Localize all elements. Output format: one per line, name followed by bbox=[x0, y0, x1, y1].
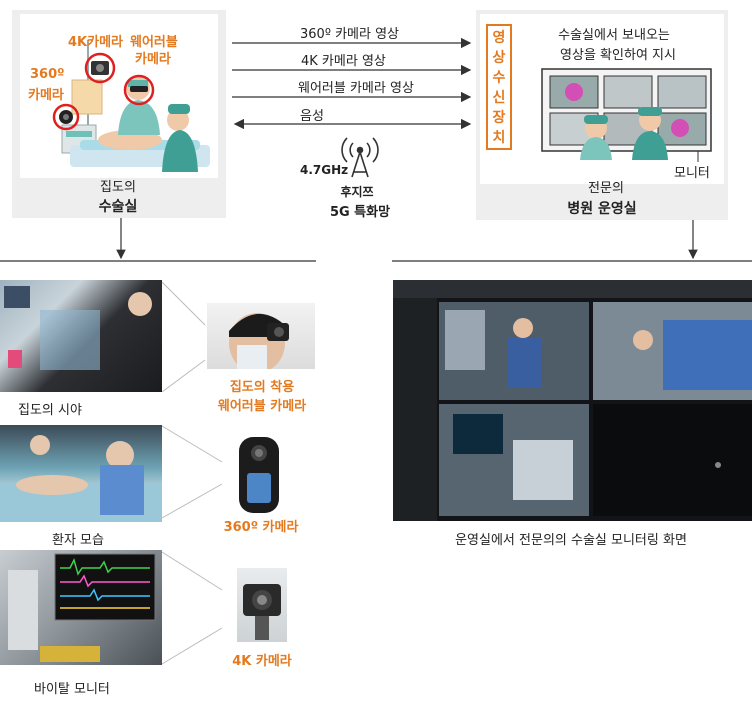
receiver-char: 신 bbox=[492, 90, 506, 106]
or-room-label: 수술실 bbox=[98, 199, 138, 215]
receiver-char: 수 bbox=[492, 70, 506, 86]
label-360-camera-2: 카메라 bbox=[28, 88, 64, 103]
cam-label-wearable-1: 집도의 착용 bbox=[229, 380, 295, 395]
photo-4k-camera bbox=[237, 568, 287, 642]
antenna-icon bbox=[341, 137, 379, 178]
receiver-char: 영 bbox=[492, 30, 506, 46]
hospital-role-label: 전문의 bbox=[588, 181, 624, 196]
wearable-camera-marker bbox=[123, 74, 155, 106]
photo-monitoring-screen bbox=[393, 280, 752, 521]
label-wearable-camera-1: 웨어러블 bbox=[130, 35, 178, 50]
caption-monitoring-screen: 운영실에서 전문의의 수술실 모니터링 화면 bbox=[455, 533, 687, 548]
caption-patient: 환자 모습 bbox=[52, 533, 104, 548]
caption-surgeon-view: 집도의 시야 bbox=[18, 403, 82, 418]
link-label-4k-video: 4K 카메라 영상 bbox=[301, 54, 386, 69]
photo-patient bbox=[0, 425, 162, 522]
label-wearable-camera-2: 카메라 bbox=[135, 52, 171, 67]
instruction-text-2: 영상을 확인하여 지시 bbox=[560, 48, 676, 63]
receiver-char: 상 bbox=[492, 50, 506, 66]
link-label-360-video: 360º 카메라 영상 bbox=[300, 27, 400, 42]
cam-label-360: 360º 카메라 bbox=[223, 520, 299, 535]
cam-label-4k: 4K 카메라 bbox=[232, 654, 292, 669]
4k-camera-marker bbox=[84, 52, 116, 84]
photo-surgeon-view bbox=[0, 280, 162, 392]
link-label-wearable-video: 웨어러블 카메라 영상 bbox=[298, 81, 414, 96]
frequency-label: 4.7GHz bbox=[300, 163, 349, 177]
or-role-label: 집도의 bbox=[100, 180, 136, 195]
label-4k-camera: 4K카메라 bbox=[68, 35, 123, 50]
label-360-camera-1: 360º bbox=[30, 67, 65, 82]
monitor-label: 모니터 bbox=[674, 166, 710, 181]
caption-vital-monitor: 바이탈 모니터 bbox=[34, 682, 110, 697]
hospital-room-label: 병원 운영실 bbox=[567, 201, 637, 217]
receiver-char: 장 bbox=[492, 110, 506, 126]
cam-label-wearable-2: 웨어러블 카메라 bbox=[217, 399, 307, 414]
video-receiver-box: 영 상 수 신 장 치 bbox=[486, 24, 512, 150]
photo-360-camera bbox=[235, 437, 283, 513]
instruction-text-1: 수술실에서 보내오는 bbox=[558, 28, 670, 43]
operating-room-panel bbox=[12, 10, 226, 218]
photo-wearable-camera bbox=[207, 303, 315, 369]
link-label-voice: 음성 bbox=[300, 109, 324, 124]
receiver-char: 치 bbox=[492, 130, 506, 146]
network-label: 5G 특화망 bbox=[329, 205, 391, 220]
provider-label: 후지쯔 bbox=[340, 185, 374, 199]
photo-vital-monitor bbox=[0, 550, 162, 665]
360-camera-marker bbox=[52, 103, 80, 131]
